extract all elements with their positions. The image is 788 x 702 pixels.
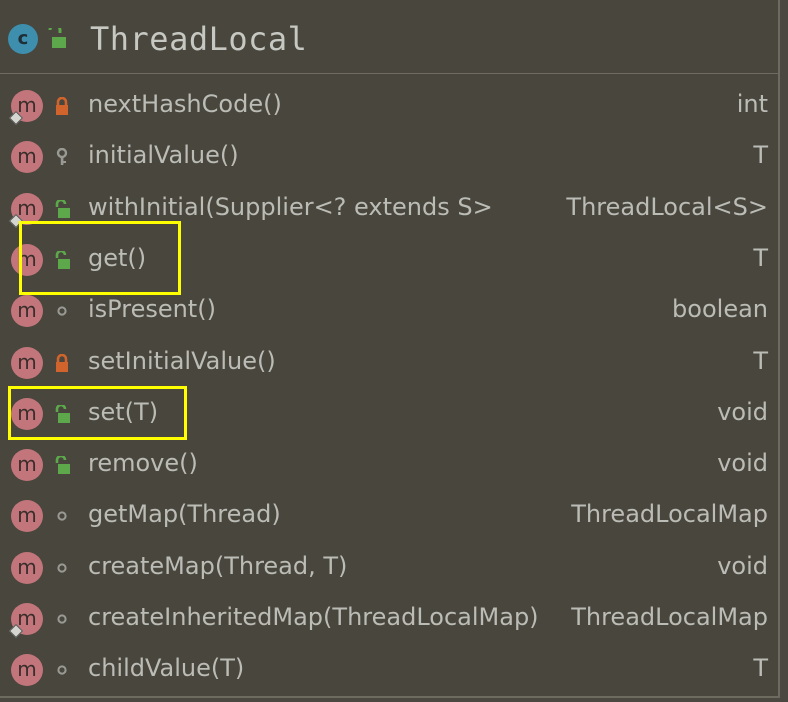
class-icon: c <box>8 24 38 54</box>
method-icon: m <box>11 141 43 174</box>
member-name: childValue(T) <box>88 654 245 683</box>
method-icon: m <box>11 397 43 430</box>
method-icon: m <box>11 243 43 276</box>
member-name: createMap(Thread, T) <box>88 551 348 580</box>
class-header: c ThreadLocal <box>0 0 780 74</box>
member-name: createInheritedMap(ThreadLocalMap) <box>88 603 539 631</box>
member-row[interactable]: m childValue(T) T <box>0 643 780 694</box>
method-icon: m <box>11 551 43 584</box>
member-name: setInitialValue() <box>88 346 276 375</box>
member-return-type: boolean <box>672 295 768 324</box>
member-name: remove() <box>88 449 198 478</box>
public-lock-icon <box>48 28 66 48</box>
member-name: getMap(Thread) <box>88 500 281 529</box>
method-icon: m <box>11 346 43 379</box>
member-row[interactable]: m set(T) void <box>0 387 780 438</box>
private-visibility-icon <box>54 96 70 115</box>
member-row[interactable]: m initialValue() T <box>0 130 780 181</box>
member-name: withInitial(Supplier<? extends S> <box>88 192 493 221</box>
package-visibility-icon <box>54 302 70 320</box>
method-icon: m <box>11 654 43 687</box>
member-return-type: int <box>736 90 768 118</box>
public-visibility-icon <box>54 198 70 218</box>
member-return-type: T <box>753 243 768 272</box>
member-return-type: T <box>753 346 768 375</box>
member-row[interactable]: m getMap(Thread) ThreadLocalMap <box>0 489 780 540</box>
member-name: initialValue() <box>88 141 239 170</box>
method-icon: m <box>11 449 43 482</box>
member-return-type: ThreadLocalMap <box>571 500 768 529</box>
protected-visibility-icon <box>54 148 70 166</box>
member-row[interactable]: m isPresent() boolean <box>0 284 780 335</box>
member-return-type: void <box>717 449 768 478</box>
package-visibility-icon <box>54 559 70 577</box>
class-title: ThreadLocal <box>90 20 308 58</box>
member-return-type: void <box>717 551 768 580</box>
private-visibility-icon <box>54 353 70 372</box>
member-return-type: ThreadLocalMap <box>571 603 768 631</box>
package-visibility-icon <box>54 661 70 679</box>
public-visibility-icon <box>54 403 70 423</box>
method-icon: m <box>11 295 43 328</box>
public-visibility-icon <box>54 454 70 475</box>
member-return-type: void <box>717 397 768 426</box>
package-visibility-icon <box>54 610 70 628</box>
highlight-box-get <box>19 221 181 295</box>
member-name: isPresent() <box>88 295 216 324</box>
member-row[interactable]: m get() T <box>0 233 780 284</box>
member-row[interactable]: m createMap(Thread, T) void <box>0 541 780 592</box>
member-name: get() <box>88 243 147 272</box>
member-name: nextHashCode() <box>88 90 282 118</box>
member-row[interactable]: m remove() void <box>0 438 780 489</box>
member-return-type: T <box>753 141 768 170</box>
member-name: set(T) <box>88 397 159 426</box>
member-return-type: ThreadLocal<S> <box>566 192 768 221</box>
member-return-type: T <box>753 654 768 683</box>
method-icon: m <box>11 500 43 533</box>
public-visibility-icon <box>54 249 70 269</box>
package-visibility-icon <box>54 507 70 525</box>
member-row[interactable]: m setInitialValue() T <box>0 336 780 387</box>
highlight-box-set <box>8 386 187 440</box>
